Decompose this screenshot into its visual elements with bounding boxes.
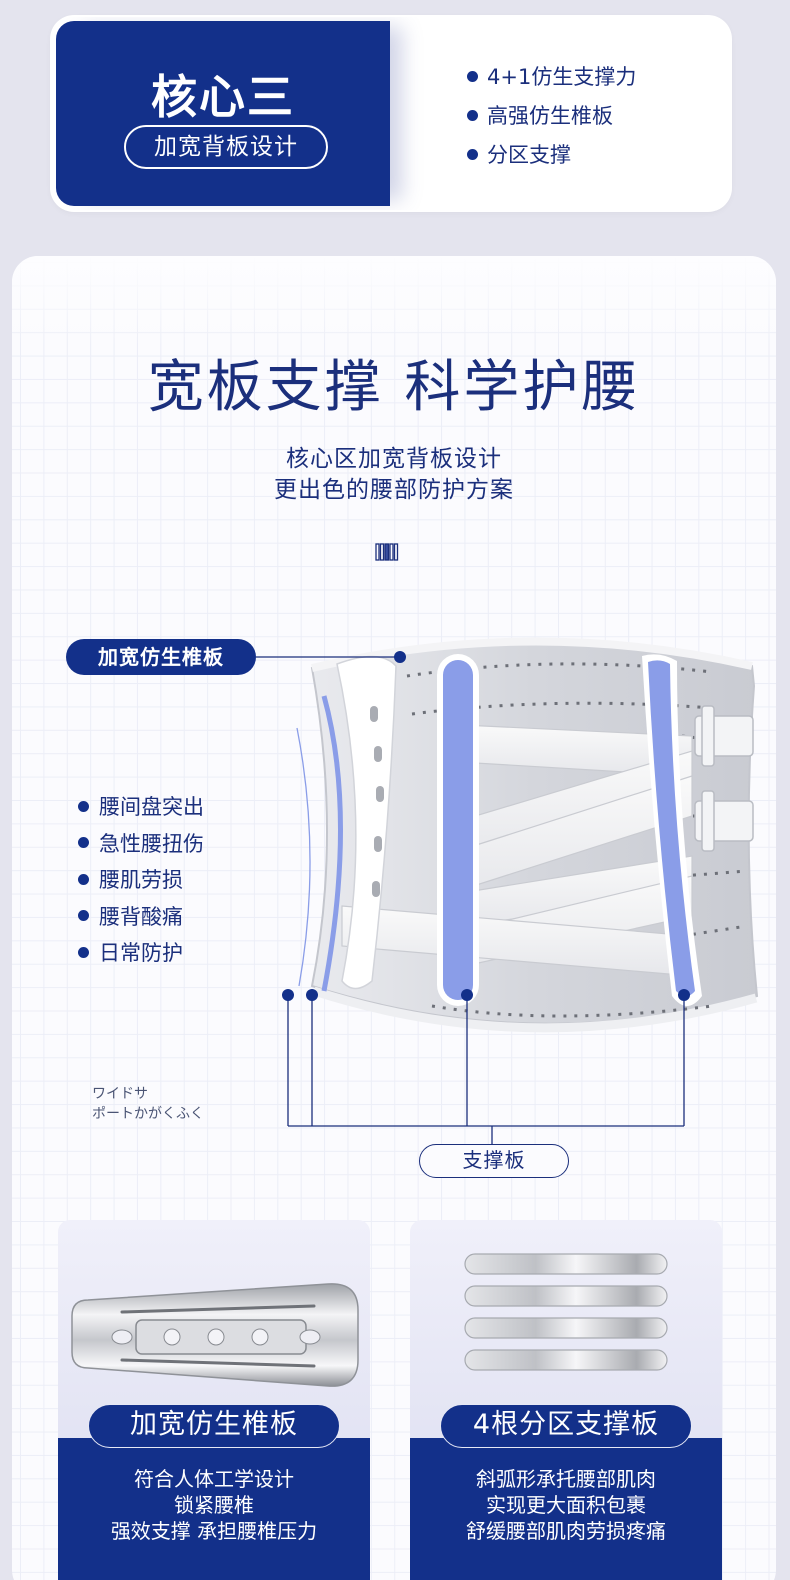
header-feature-item: 4+1仿生支撑力: [467, 57, 636, 96]
header-feature-item: 分区支撑: [467, 135, 636, 174]
headline-subtitle: 核心区加宽背板设计 更出色的腰部防护方案: [274, 446, 514, 503]
header-left-panel: 核心三 加宽背板设计: [56, 21, 390, 206]
core-three-header-card: 核心三 加宽背板设计 4+1仿生支撑力 高强仿生椎板 分区支撑: [52, 17, 730, 210]
feature-card-title: 加宽仿生椎板: [88, 1404, 340, 1448]
bullet-icon: [78, 946, 89, 958]
bullet-icon: [78, 873, 89, 885]
condition-item: 日常防护: [78, 934, 204, 971]
four-support-strips-image: [464, 1253, 668, 1371]
bullet-icon: [467, 149, 478, 160]
spine-plate-image: [71, 1283, 359, 1387]
feature-card-spine-plate: 加宽仿生椎板 符合人体工学设计 锁紧腰椎 强效支撑 承担腰椎压力: [58, 1220, 370, 1580]
spine-plate-callout-label: 加宽仿生椎板: [66, 639, 256, 675]
condition-item: 腰背酸痛: [78, 898, 204, 935]
feature-card-description: 斜弧形承托腰部肌肉 实现更大面积包裹 舒缓腰部肌肉劳损疼痛: [466, 1467, 666, 1543]
feature-card-support-boards: 4根分区支撑板 斜弧形承托腰部肌肉 实现更大面积包裹 舒缓腰部肌肉劳损疼痛: [410, 1220, 722, 1580]
conditions-list: 腰间盘突出 急性腰扭伤 腰肌劳损 腰背酸痛 日常防护: [78, 788, 204, 971]
bullet-icon: [78, 910, 89, 922]
header-title: 核心三: [151, 70, 295, 124]
bullet-icon: [467, 71, 478, 82]
bullet-icon: [467, 110, 478, 121]
feature-card-description: 符合人体工学设计 锁紧腰椎 强效支撑 承担腰椎压力: [110, 1467, 318, 1543]
bullet-icon: [78, 800, 89, 812]
bullet-icon: [78, 837, 89, 849]
main-content-card: 宽板支撑 科学护腰 核心区加宽背板设计 更出色的腰部防护方案: [12, 256, 776, 1580]
condition-item: 急性腰扭伤: [78, 825, 204, 862]
support-boards-callout-label: 支撑板: [419, 1144, 569, 1178]
header-feature-list: 4+1仿生支撑力 高强仿生椎板 分区支撑: [467, 57, 636, 174]
condition-item: 腰肌劳损: [78, 861, 204, 898]
bars-icon: [375, 543, 399, 561]
waist-belt-illustration: [256, 637, 759, 1144]
header-feature-item: 高强仿生椎板: [467, 96, 636, 135]
page-headline: 宽板支撑 科学护腰: [147, 355, 641, 420]
japanese-caption: ワイドサ ポートかがくふく: [92, 1086, 204, 1122]
feature-card-title: 4根分区支撑板: [440, 1404, 692, 1448]
header-subtitle-pill: 加宽背板设计: [124, 125, 328, 169]
condition-item: 腰间盘突出: [78, 788, 204, 825]
